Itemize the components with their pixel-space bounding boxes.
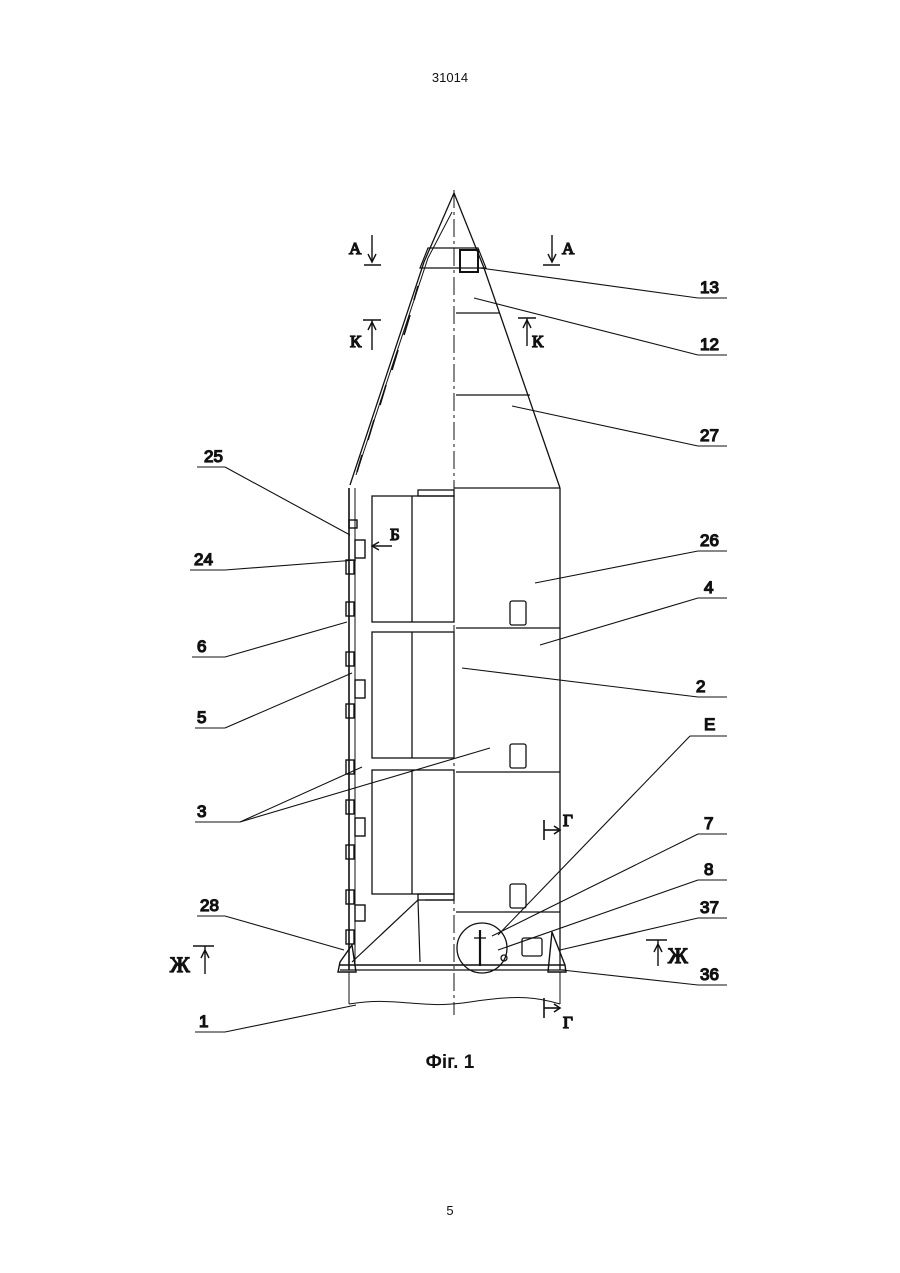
label-28: 28	[200, 896, 219, 915]
section-g-top: Г	[563, 811, 573, 830]
label-13: 13	[700, 278, 719, 297]
label-5: 5	[197, 708, 206, 727]
figure-caption: Фіг. 1	[0, 1052, 900, 1074]
section-a-right: А	[562, 239, 575, 258]
label-7: 7	[704, 814, 713, 833]
leader-lines	[190, 268, 727, 1032]
label-37: 37	[700, 898, 719, 917]
support-strut	[352, 900, 420, 962]
label-E: Е	[704, 715, 715, 734]
section-zh-left: Ж	[170, 952, 190, 977]
label-36: 36	[700, 965, 719, 984]
section-G-marks	[544, 820, 560, 1018]
fairing-inner-left	[356, 212, 452, 475]
label-3: 3	[197, 802, 206, 821]
section-k-right: К	[532, 332, 544, 351]
section-Zh-marks	[193, 940, 667, 974]
label-6: 6	[197, 637, 206, 656]
section-k-left: К	[350, 332, 362, 351]
item-13-block	[460, 250, 478, 272]
label-26: 26	[700, 531, 719, 550]
label-2: 2	[696, 677, 705, 696]
window-3	[510, 884, 526, 908]
page-number: 5	[0, 1203, 900, 1218]
label-24: 24	[194, 550, 213, 569]
section-a-left: А	[349, 239, 362, 258]
label-1: 1	[199, 1012, 208, 1031]
section-B-mark	[372, 542, 392, 550]
label-4: 4	[704, 578, 713, 597]
label-12: 12	[700, 335, 719, 354]
nose-cone-left	[350, 193, 454, 485]
nose-cone-right	[454, 193, 560, 488]
payload-modules	[372, 490, 454, 900]
flange-right	[548, 932, 566, 972]
section-g-bottom: Г	[563, 1013, 573, 1032]
label-27: 27	[700, 426, 719, 445]
window-2	[510, 744, 526, 768]
section-zh-right: Ж	[668, 943, 688, 968]
window-1	[510, 601, 526, 625]
section-b: Б	[390, 525, 400, 544]
label-25: 25	[204, 447, 223, 466]
label-8: 8	[704, 860, 713, 879]
